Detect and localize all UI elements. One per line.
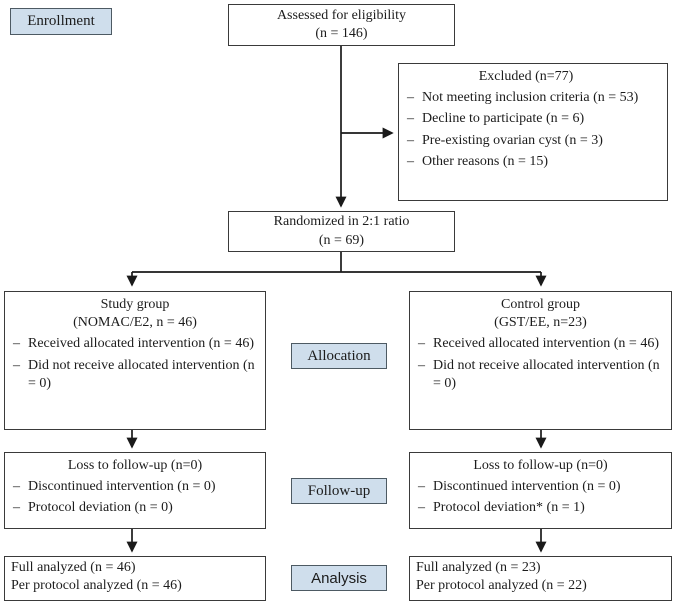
list-item: –Did not receive allocated intervention … (13, 357, 255, 391)
followup-right-items: –Discontinued intervention (n = 0) –Proto… (418, 478, 663, 517)
study-group-box: Study group (NOMAC/E2, n = 46) –Received… (4, 291, 266, 430)
stage-label-enrollment: Enrollment (10, 8, 112, 35)
list-item: –Decline to participate (n = 6) (407, 111, 585, 127)
followup-right-title: Loss to follow-up (n=0) (473, 458, 608, 473)
list-item: –Pre-existing ovarian cyst (n = 3) (407, 132, 603, 148)
list-item: –Not meeting inclusion criteria (n = 53) (407, 90, 639, 106)
list-item: –Discontinued intervention (n = 0) (13, 479, 216, 495)
excluded-items: –Not meeting inclusion criteria (n = 53)… (407, 89, 645, 171)
assessed-line2: (n = 146) (315, 26, 368, 41)
study-group-items: –Received allocated intervention (n = 46… (13, 335, 257, 393)
list-item: –Received allocated intervention (n = 46… (418, 336, 659, 352)
stage-label-followup: Follow-up (291, 478, 387, 504)
analysis-left-line2: Per protocol analyzed (n = 46) (11, 578, 182, 594)
followup-left-title: Loss to follow-up (n=0) (67, 458, 203, 473)
list-item: –Discontinued intervention (n = 0) (418, 479, 621, 495)
randomized-line2: (n = 69) (318, 232, 365, 248)
analysis-right-line1: Full analyzed (n = 23) (416, 560, 541, 575)
randomized-box: Randomized in 2:1 ratio (n = 69) (228, 211, 455, 252)
study-group-title2: (NOMAC/E2, n = 46) (73, 315, 197, 331)
analysis-left-box: Full analyzed (n = 46) Per protocol anal… (4, 556, 266, 601)
list-item: –Did not receive allocated intervention … (418, 357, 660, 391)
followup-left-box: Loss to follow-up (n=0) –Discontinued in… (4, 452, 266, 529)
list-item: –Protocol deviation (n = 0) (13, 500, 173, 516)
followup-left-items: –Discontinued intervention (n = 0) –Proto… (13, 478, 257, 517)
followup-right-box: Loss to follow-up (n=0) –Discontinued in… (409, 452, 672, 529)
list-item: –Received allocated intervention (n = 46… (13, 336, 254, 352)
excluded-title: Excluded (n=77) (478, 69, 574, 84)
analysis-left-line1: Full analyzed (n = 46) (11, 560, 136, 575)
control-group-box: Control group (GST/EE, n=23) –Received a… (409, 291, 672, 430)
list-item: –Other reasons (n = 15) (407, 153, 549, 169)
stage-label-allocation: Allocation (291, 343, 387, 369)
control-group-title1: Control group (501, 297, 580, 312)
stage-label-analysis: Analysis (291, 565, 387, 591)
list-item: –Protocol deviation* (n = 1) (418, 500, 585, 516)
control-group-title2: (GST/EE, n=23) (494, 315, 587, 331)
analysis-right-line2: Per protocol analyzed (n = 22) (416, 578, 587, 594)
randomized-line1: Randomized in 2:1 ratio (273, 214, 410, 230)
assessed-box: Assessed for eligibility (n = 146) (228, 4, 455, 46)
control-group-items: –Received allocated intervention (n = 46… (418, 335, 663, 393)
excluded-box: Excluded (n=77) –Not meeting inclusion c… (398, 63, 668, 201)
analysis-right-box: Full analyzed (n = 23) Per protocol anal… (409, 556, 672, 601)
assessed-line1: Assessed for eligibility (276, 7, 407, 23)
study-group-title1: Study group (100, 297, 170, 312)
